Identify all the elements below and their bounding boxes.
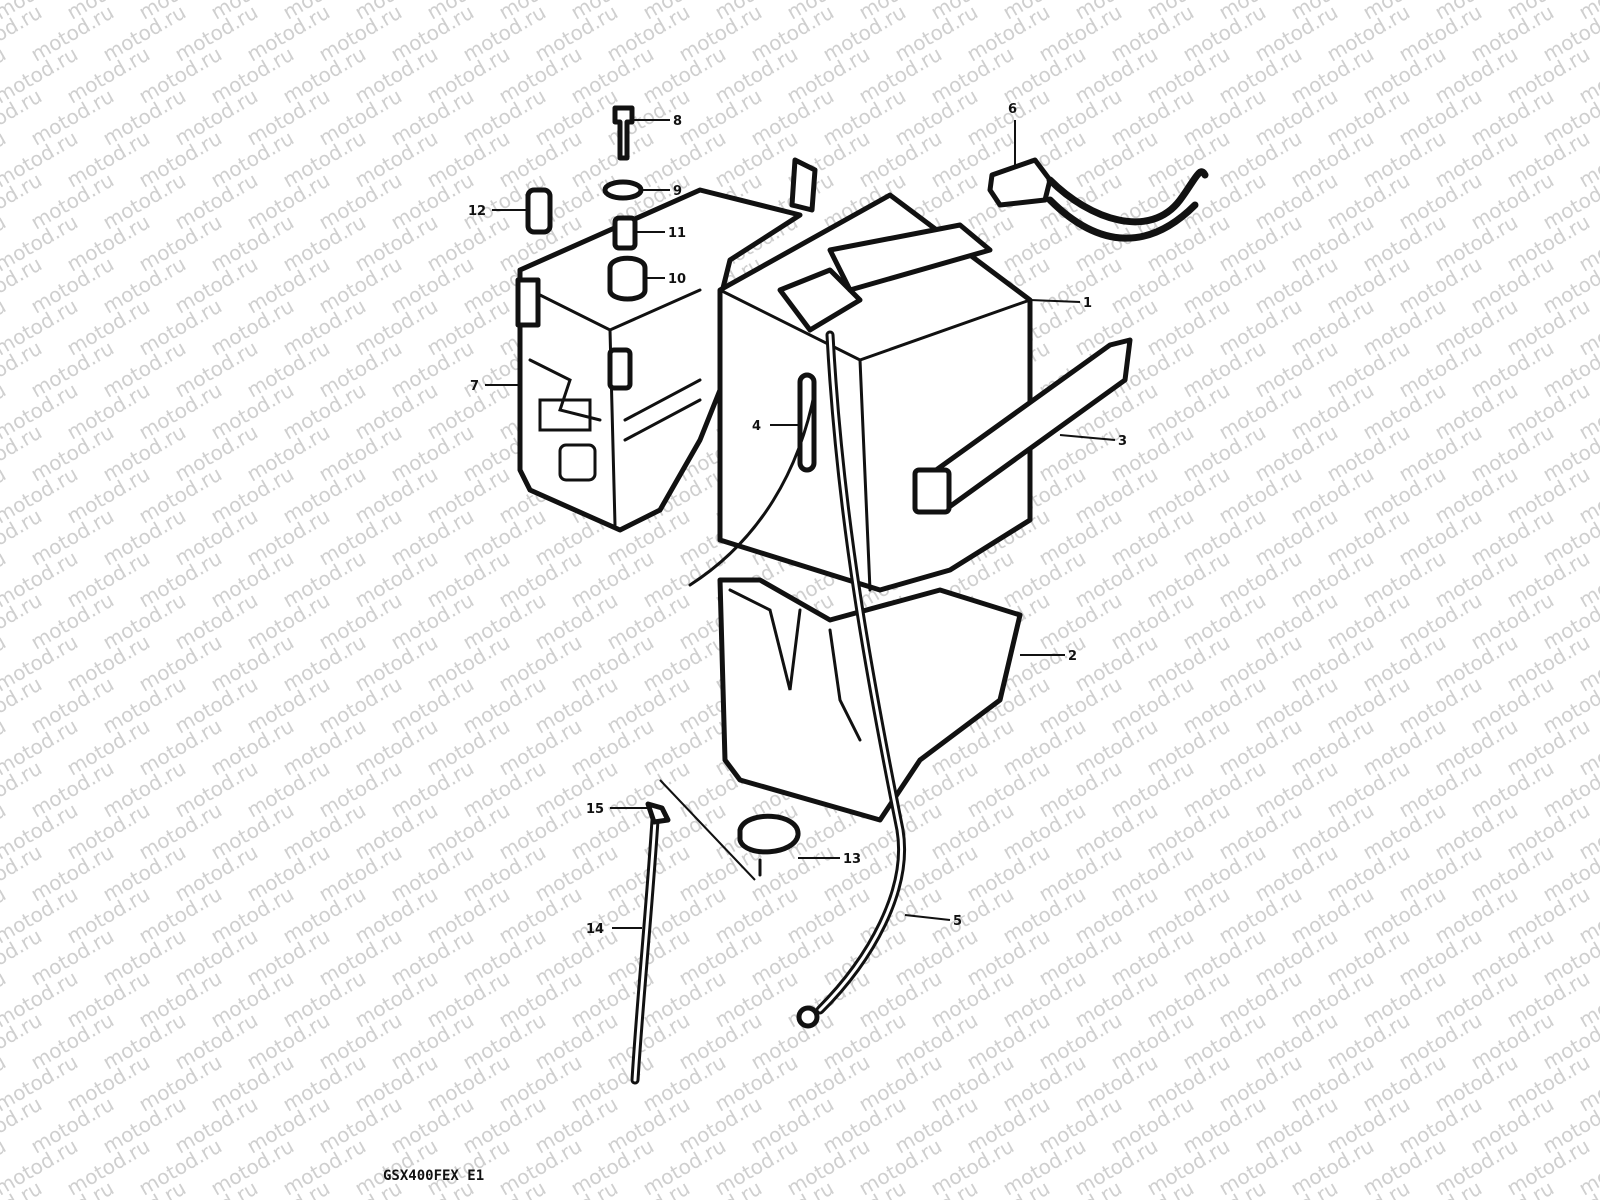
callout-14: 14 — [586, 922, 604, 937]
callout-12: 12 — [468, 204, 486, 219]
battery-band-part-3 — [912, 337, 1133, 515]
battery-holder-part-7 — [515, 157, 818, 533]
battery-part-1 — [717, 192, 1033, 593]
callout-2: 2 — [1068, 649, 1077, 664]
spacer-part-11 — [612, 215, 638, 251]
washer-part-9 — [602, 179, 644, 201]
callout-7: 7 — [470, 379, 479, 394]
battery-lead-wire-part-5 — [688, 330, 906, 1029]
battery-tray-part-2 — [717, 577, 1023, 823]
clamp-part-15 — [645, 801, 671, 825]
callout-13: 13 — [843, 852, 861, 867]
cup-part-13 — [737, 813, 801, 855]
callout-3: 3 — [1118, 434, 1127, 449]
callout-6: 6 — [1008, 102, 1017, 117]
callout-1: 1 — [1083, 296, 1092, 311]
bolt-part-8 — [612, 105, 635, 161]
callout-11: 11 — [668, 226, 686, 241]
cushion-part-10 — [607, 255, 648, 302]
small-parts-8-to-12 — [525, 105, 648, 302]
callout-9: 9 — [673, 184, 682, 199]
callout-15: 15 — [586, 802, 604, 817]
callout-4: 4 — [752, 419, 761, 434]
drawing-code: GSX400FEX E1 — [383, 1168, 484, 1184]
callout-5: 5 — [953, 914, 962, 929]
battery-cables-part-6 — [987, 157, 1209, 242]
callout-10: 10 — [668, 272, 686, 287]
breather-hose-group — [630, 779, 801, 1085]
callouts: 1 2 3 4 5 6 7 8 9 10 11 12 13 14 15 — [468, 102, 1127, 937]
callout-8: 8 — [673, 114, 682, 129]
cap-part-12 — [525, 187, 553, 235]
